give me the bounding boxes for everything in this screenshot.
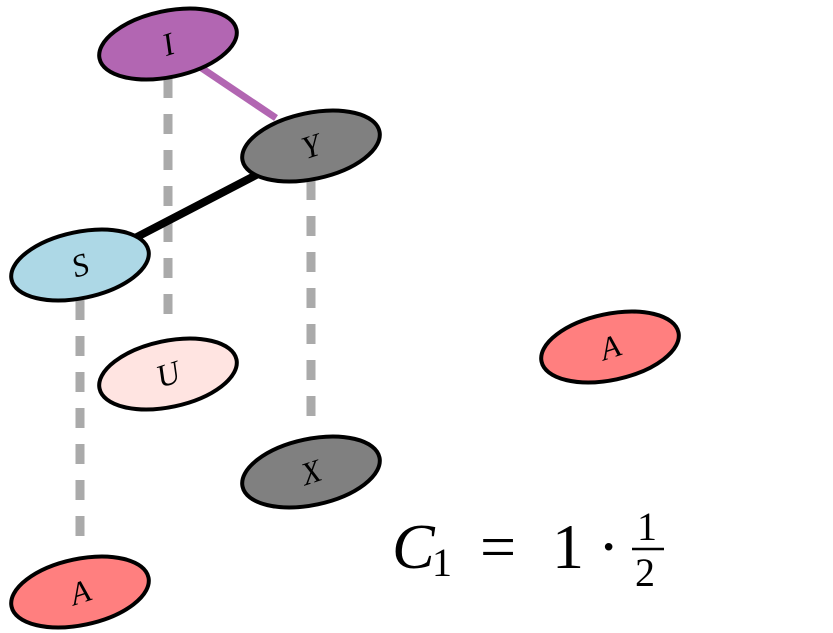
formula-denominator: 2 (635, 550, 655, 595)
formula-subscript: 1 (432, 540, 452, 585)
formula-numerator: 1 (637, 504, 657, 549)
edge-Y-S (133, 168, 264, 242)
formula-dot: · (598, 511, 619, 582)
node-Y: Y (240, 108, 382, 184)
formula-one: 1 (552, 511, 584, 582)
node-I: I (97, 6, 239, 82)
formula: C 1 = 1 · 1 2 (392, 504, 664, 595)
node-S: S (9, 227, 151, 303)
node-U: U (97, 336, 239, 412)
node-X: X (240, 434, 382, 510)
edge-I-Y (198, 64, 278, 121)
node-A-right: A (539, 309, 681, 385)
formula-C: C (392, 511, 436, 582)
formula-equals: = (480, 511, 516, 582)
node-A-bottom: A (9, 554, 151, 630)
